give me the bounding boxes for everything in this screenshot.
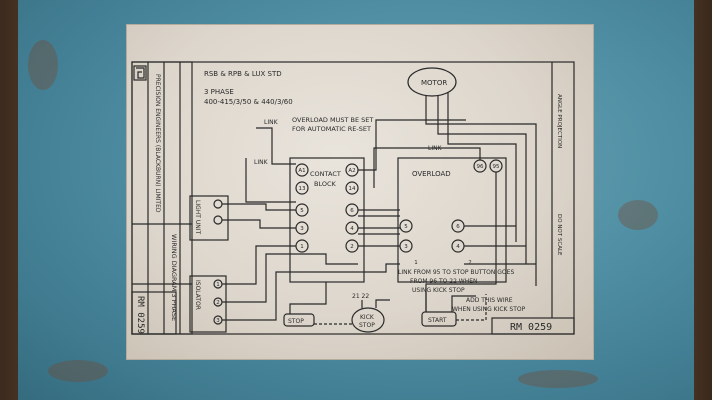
- drawing-number-box-right: [491, 317, 575, 335]
- overload-label: OVERLOAD: [412, 170, 451, 178]
- terminal-label: 3: [300, 226, 304, 232]
- contact-block-label-1: CONTACT: [310, 170, 341, 178]
- wiring-diagram-plate: RSB & RPB & LUX STD 3 PHASE 400-415/3/50…: [126, 24, 594, 360]
- company-name: PRECISION ENGINEERS (BLACKBURN) LIMITED: [154, 74, 161, 213]
- motor-symbol: [407, 67, 457, 97]
- start-button: [421, 311, 457, 327]
- overload-note-1: OVERLOAD MUST BE SET: [292, 116, 373, 124]
- title-block-column: [131, 61, 193, 335]
- stop-button: [283, 313, 315, 327]
- contact-block-label-2: BLOCK: [314, 180, 337, 188]
- drawing-number: RM 0259: [510, 322, 552, 333]
- contact-block: [289, 157, 365, 283]
- kick-terminal-numbers: 21 22: [352, 293, 369, 300]
- link-label-1: LINK: [264, 119, 279, 126]
- link-label-3: LINK: [428, 145, 443, 152]
- kick-stop-label-2: STOP: [359, 322, 375, 329]
- terminal-label: A1: [298, 168, 305, 174]
- terminal-label: 95: [493, 164, 500, 170]
- link-note-2: FROM 96 TO 22 WHEN: [410, 278, 478, 285]
- terminal-label: 2: [468, 260, 472, 266]
- terminal-label: 13: [299, 186, 306, 192]
- link-label-2: LINK: [254, 159, 269, 166]
- drawing-number-box: [131, 291, 177, 335]
- light-unit-label: LIGHT UNIT: [194, 200, 201, 234]
- terminal-label: 1: [414, 260, 418, 266]
- overload-note-2: FOR AUTOMATIC RE-SET: [292, 125, 371, 133]
- terminal-label: 6: [350, 208, 354, 214]
- terminal-label: 4: [350, 226, 354, 232]
- kick-stop-label-1: KICK: [360, 314, 375, 321]
- terminal-label: 1: [300, 244, 304, 250]
- terminal-label: 96: [477, 164, 484, 170]
- start-label: START: [428, 317, 447, 324]
- terminal-label: 4: [456, 244, 460, 250]
- terminal-label: 6: [456, 224, 460, 230]
- stop-label: STOP: [288, 318, 304, 325]
- drawing-number-vertical: RM 0259: [135, 296, 145, 334]
- terminal-label: 14: [349, 186, 356, 192]
- add-wire-note-2: WHEN USING KICK STOP: [452, 306, 526, 313]
- std-line: RSB & RPB & LUX STD: [204, 70, 282, 78]
- link-wire-1: [256, 127, 296, 165]
- link-wire-2: [245, 158, 296, 203]
- overload-relay: [397, 157, 507, 283]
- link-note-1: LINK FROM 95 TO STOP BUTTON GOES: [398, 269, 514, 276]
- add-wire-note-1: ADD THIS WIRE: [466, 297, 513, 304]
- company-logo-icon: [133, 65, 147, 81]
- light-unit: [189, 195, 229, 241]
- motor-label: MOTOR: [421, 79, 447, 87]
- drawing-title: WIRING DIAGRAM 3 PHASE: [170, 234, 178, 321]
- do-not-scale-note: DO NOT SCALE: [556, 214, 562, 256]
- projection-note: ANGLE PROJECTION: [556, 94, 562, 148]
- terminal-label: 2: [350, 244, 354, 250]
- terminal-label: 5: [300, 208, 304, 214]
- isolator: [189, 275, 227, 333]
- terminal-label: 2: [216, 300, 220, 306]
- isolator-label: ISOLATOR: [194, 280, 201, 310]
- kick-stop: [351, 307, 385, 333]
- terminal-label: 3: [216, 318, 220, 324]
- voltage-text: 400-415/3/50 & 440/3/60: [204, 98, 293, 106]
- terminal-label: 3: [404, 244, 408, 250]
- phase-text: 3 PHASE: [204, 88, 234, 96]
- terminal-label: 5: [404, 224, 408, 230]
- wiring-diagram: RSB & RPB & LUX STD 3 PHASE 400-415/3/50…: [131, 61, 575, 335]
- terminal-label: A2: [348, 168, 355, 174]
- link-note-3: USING KICK STOP: [412, 287, 465, 294]
- terminal-label: 1: [216, 282, 220, 288]
